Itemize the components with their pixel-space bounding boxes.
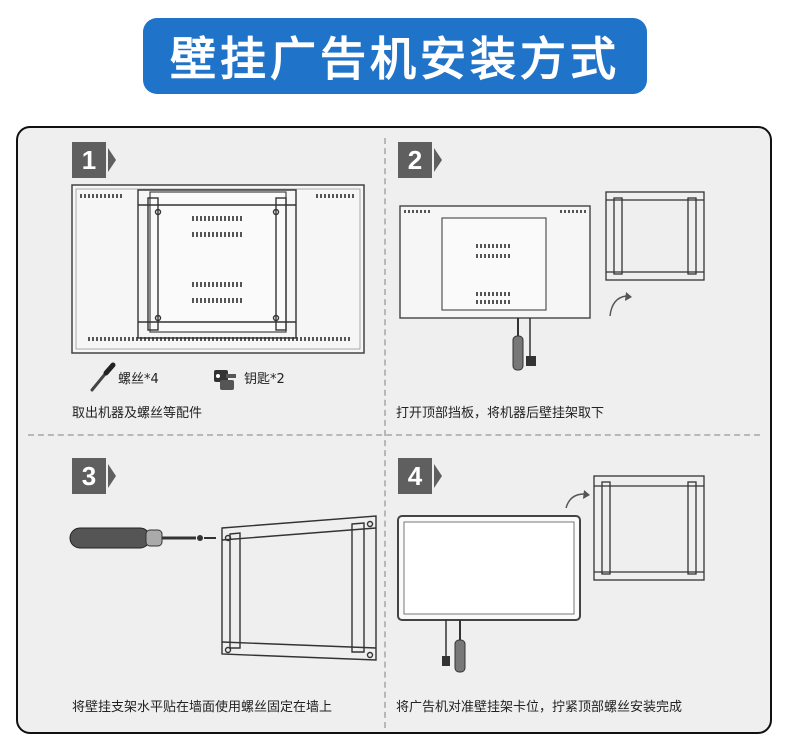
step-badge-2: 2 [398,142,444,178]
screw-label: 螺丝*4 [118,372,159,387]
step-number: 1 [81,145,97,175]
page-title: 壁挂广告机安装方式 [170,32,620,86]
badge-arrow-icon [398,142,442,178]
badge-arrow-icon [72,142,116,178]
step2-caption: 打开顶部挡板，将机器后壁挂架取下 [396,406,605,421]
key-label: 钥匙*2 [244,372,285,387]
title-banner: 壁挂广告机安装方式 [143,18,647,94]
instruction-panel [16,126,772,734]
step3-caption: 将壁挂支架水平贴在墙面使用螺丝固定在墙上 [72,700,333,715]
step-number: 4 [407,461,423,491]
step-number: 2 [407,145,423,175]
step-badge-4: 4 [398,458,444,494]
step-badge-3: 3 [72,458,118,494]
step-badge-1: 1 [72,142,118,178]
badge-arrow-icon [398,458,442,494]
step1-caption: 取出机器及螺丝等配件 [72,406,203,421]
horizontal-divider [28,434,760,436]
vertical-divider [384,138,386,728]
badge-arrow-icon [72,458,116,494]
step-number: 3 [81,461,97,491]
step4-caption: 将广告机对准壁挂架卡位，拧紧顶部螺丝安装完成 [396,700,683,715]
